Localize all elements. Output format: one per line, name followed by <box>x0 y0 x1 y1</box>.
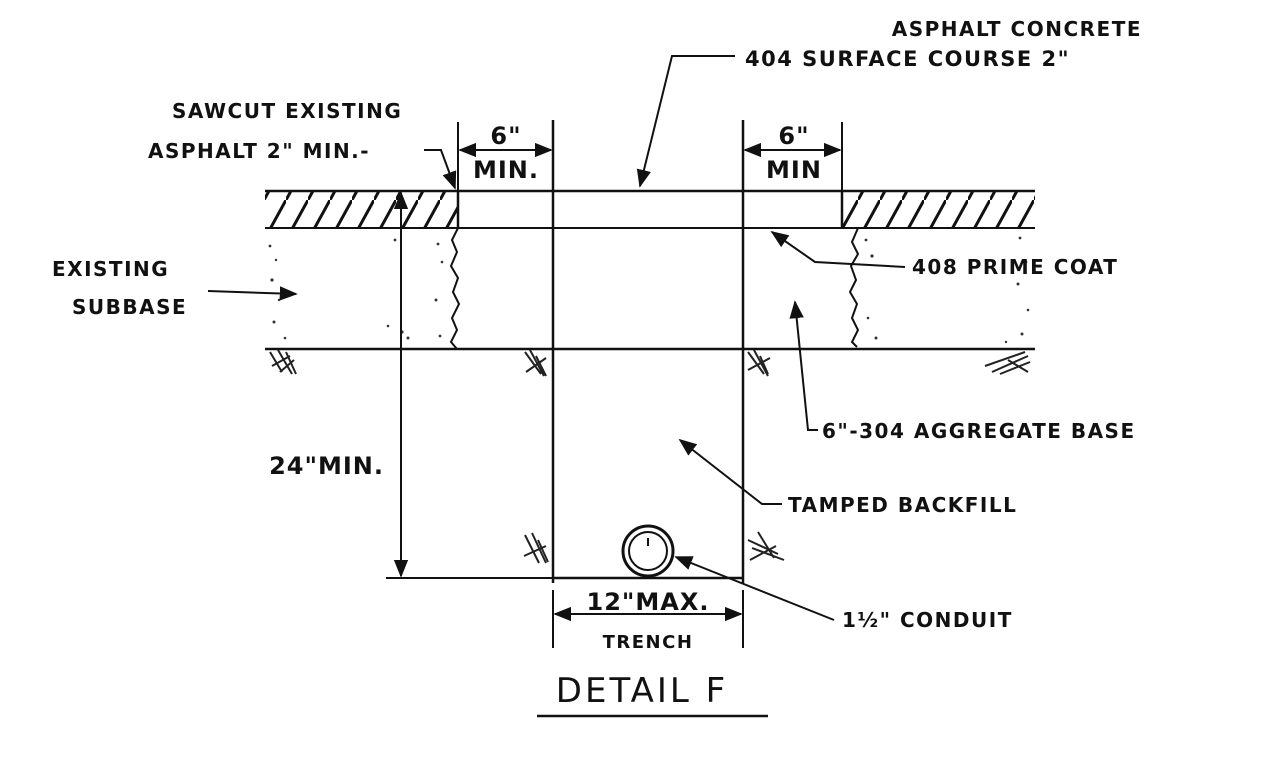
trench-word-label: TRENCH <box>603 632 694 653</box>
asphalt-label-line1: ASPHALT CONCRETE <box>892 17 1142 41</box>
min-left-word: MIN. <box>473 156 539 184</box>
existing-subbase-line1: EXISTING <box>52 257 169 281</box>
existing-subbase-leader <box>207 286 298 301</box>
conduit-pipe <box>621 524 675 578</box>
dimensions <box>386 122 843 648</box>
aggregate-base-label: 6"-304 AGGREGATE BASE <box>822 419 1136 443</box>
min-right-value: 6" <box>778 122 809 150</box>
backfill-leader <box>678 438 782 505</box>
subbase-stipple <box>268 236 1030 344</box>
soil-marks <box>269 349 1031 564</box>
existing-asphalt-right <box>842 192 1035 228</box>
trench-width-label: 12"MAX. <box>587 588 710 616</box>
depth-label: 24"MIN. <box>269 452 384 480</box>
leaders <box>207 55 906 621</box>
aggregate-base-leader <box>789 300 818 431</box>
pavement-section <box>265 189 1035 351</box>
trench <box>269 120 1031 583</box>
conduit-label: 1½" CONDUIT <box>842 608 1013 632</box>
sawcut-label-line1: SAWCUT EXISTING <box>172 99 402 123</box>
prime-coat-leader <box>770 230 906 268</box>
prime-coat-label: 408 PRIME COAT <box>912 255 1118 279</box>
sawcut-right-jagged-edge <box>848 227 860 348</box>
conduit-leader <box>674 556 835 621</box>
min-left-value: 6" <box>490 122 521 150</box>
sawcut-left-jagged-edge <box>449 227 461 350</box>
existing-asphalt-left <box>265 192 458 228</box>
sawcut-label-line2: ASPHALT 2" MIN.- <box>148 139 370 163</box>
asphalt-leader <box>636 55 735 188</box>
asphalt-label-line2: 404 SURFACE COURSE 2" <box>745 47 1070 71</box>
detail-title: DETAIL F <box>556 671 728 711</box>
backfill-label: TAMPED BACKFILL <box>788 493 1017 517</box>
min-right-word: MIN <box>766 156 822 184</box>
existing-subbase-line2: SUBBASE <box>72 295 187 319</box>
labels: ASPHALT CONCRETE 404 SURFACE COURSE 2" S… <box>52 17 1142 718</box>
sawcut-leader <box>424 149 457 190</box>
